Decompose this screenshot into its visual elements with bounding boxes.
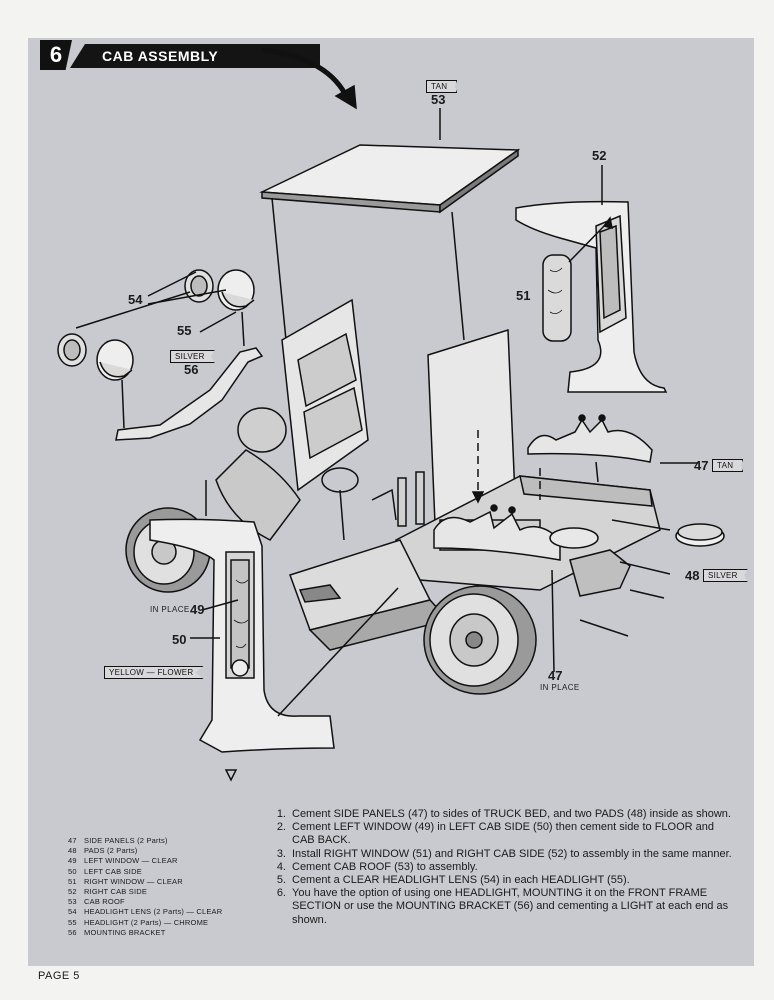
tag-silver-48: SILVER [703, 569, 748, 582]
instruction-step: 6.You have the option of using one HEADL… [276, 887, 729, 926]
callout-47-lower: 47 [548, 668, 563, 683]
headlight-upper-pair [184, 269, 255, 311]
step-number-badge: 6 [40, 40, 72, 70]
headlight-lower-pair [57, 333, 134, 381]
right-cab-side-part [515, 200, 668, 393]
callout-51: 51 [516, 288, 531, 303]
rear-wheel [423, 585, 537, 695]
side-panel-upper-part [527, 414, 653, 463]
tag-yellow-flower: YELLOW — FLOWER [104, 666, 204, 679]
cab-roof-part [259, 144, 521, 214]
callout-47-upper: 47 [694, 458, 709, 473]
callout-50: 50 [172, 632, 187, 647]
callout-54: 54 [128, 292, 143, 307]
assembly-instructions: 1.Cement SIDE PANELS (47) to sides of TR… [266, 808, 736, 927]
page-number: PAGE 5 [38, 970, 80, 982]
callout-53: 53 [431, 92, 446, 107]
instruction-step: 1.Cement SIDE PANELS (47) to sides of TR… [276, 808, 731, 820]
pad-part-48 [675, 523, 725, 547]
callout-55: 55 [177, 323, 192, 338]
section-title: CAB ASSEMBLY [70, 44, 320, 68]
header-arrow [261, 47, 351, 102]
tag-tan-53: TAN [426, 80, 458, 93]
side-panel-lower-part [433, 504, 599, 561]
tag-silver-56: SILVER [170, 350, 215, 363]
cab-back-panel [281, 298, 369, 492]
callout-48: 48 [685, 568, 700, 583]
seat-and-controls [215, 407, 425, 541]
instruction-step: 5.Cement a CLEAR HEADLIGHT LENS (54) in … [276, 874, 630, 887]
callout-49: 49 [190, 602, 205, 617]
instruction-step: 4.Cement CAB ROOF (53) to assembly. [276, 860, 478, 873]
callout-56: 56 [184, 362, 199, 377]
instruction-step: 3.Install RIGHT WINDOW (51) and RIGHT CA… [276, 847, 732, 860]
in-place-label-47: IN PLACE [540, 683, 580, 692]
right-window-part [542, 254, 572, 342]
callout-52: 52 [592, 148, 607, 163]
mounting-bracket-part [115, 347, 264, 441]
tag-tan-47: TAN [712, 459, 744, 472]
instruction-step: 2.Cement LEFT WINDOW (49) in LEFT CAB SI… [276, 821, 715, 847]
left-cab-side-part [149, 518, 335, 782]
in-place-label-49: IN PLACE [150, 605, 190, 614]
